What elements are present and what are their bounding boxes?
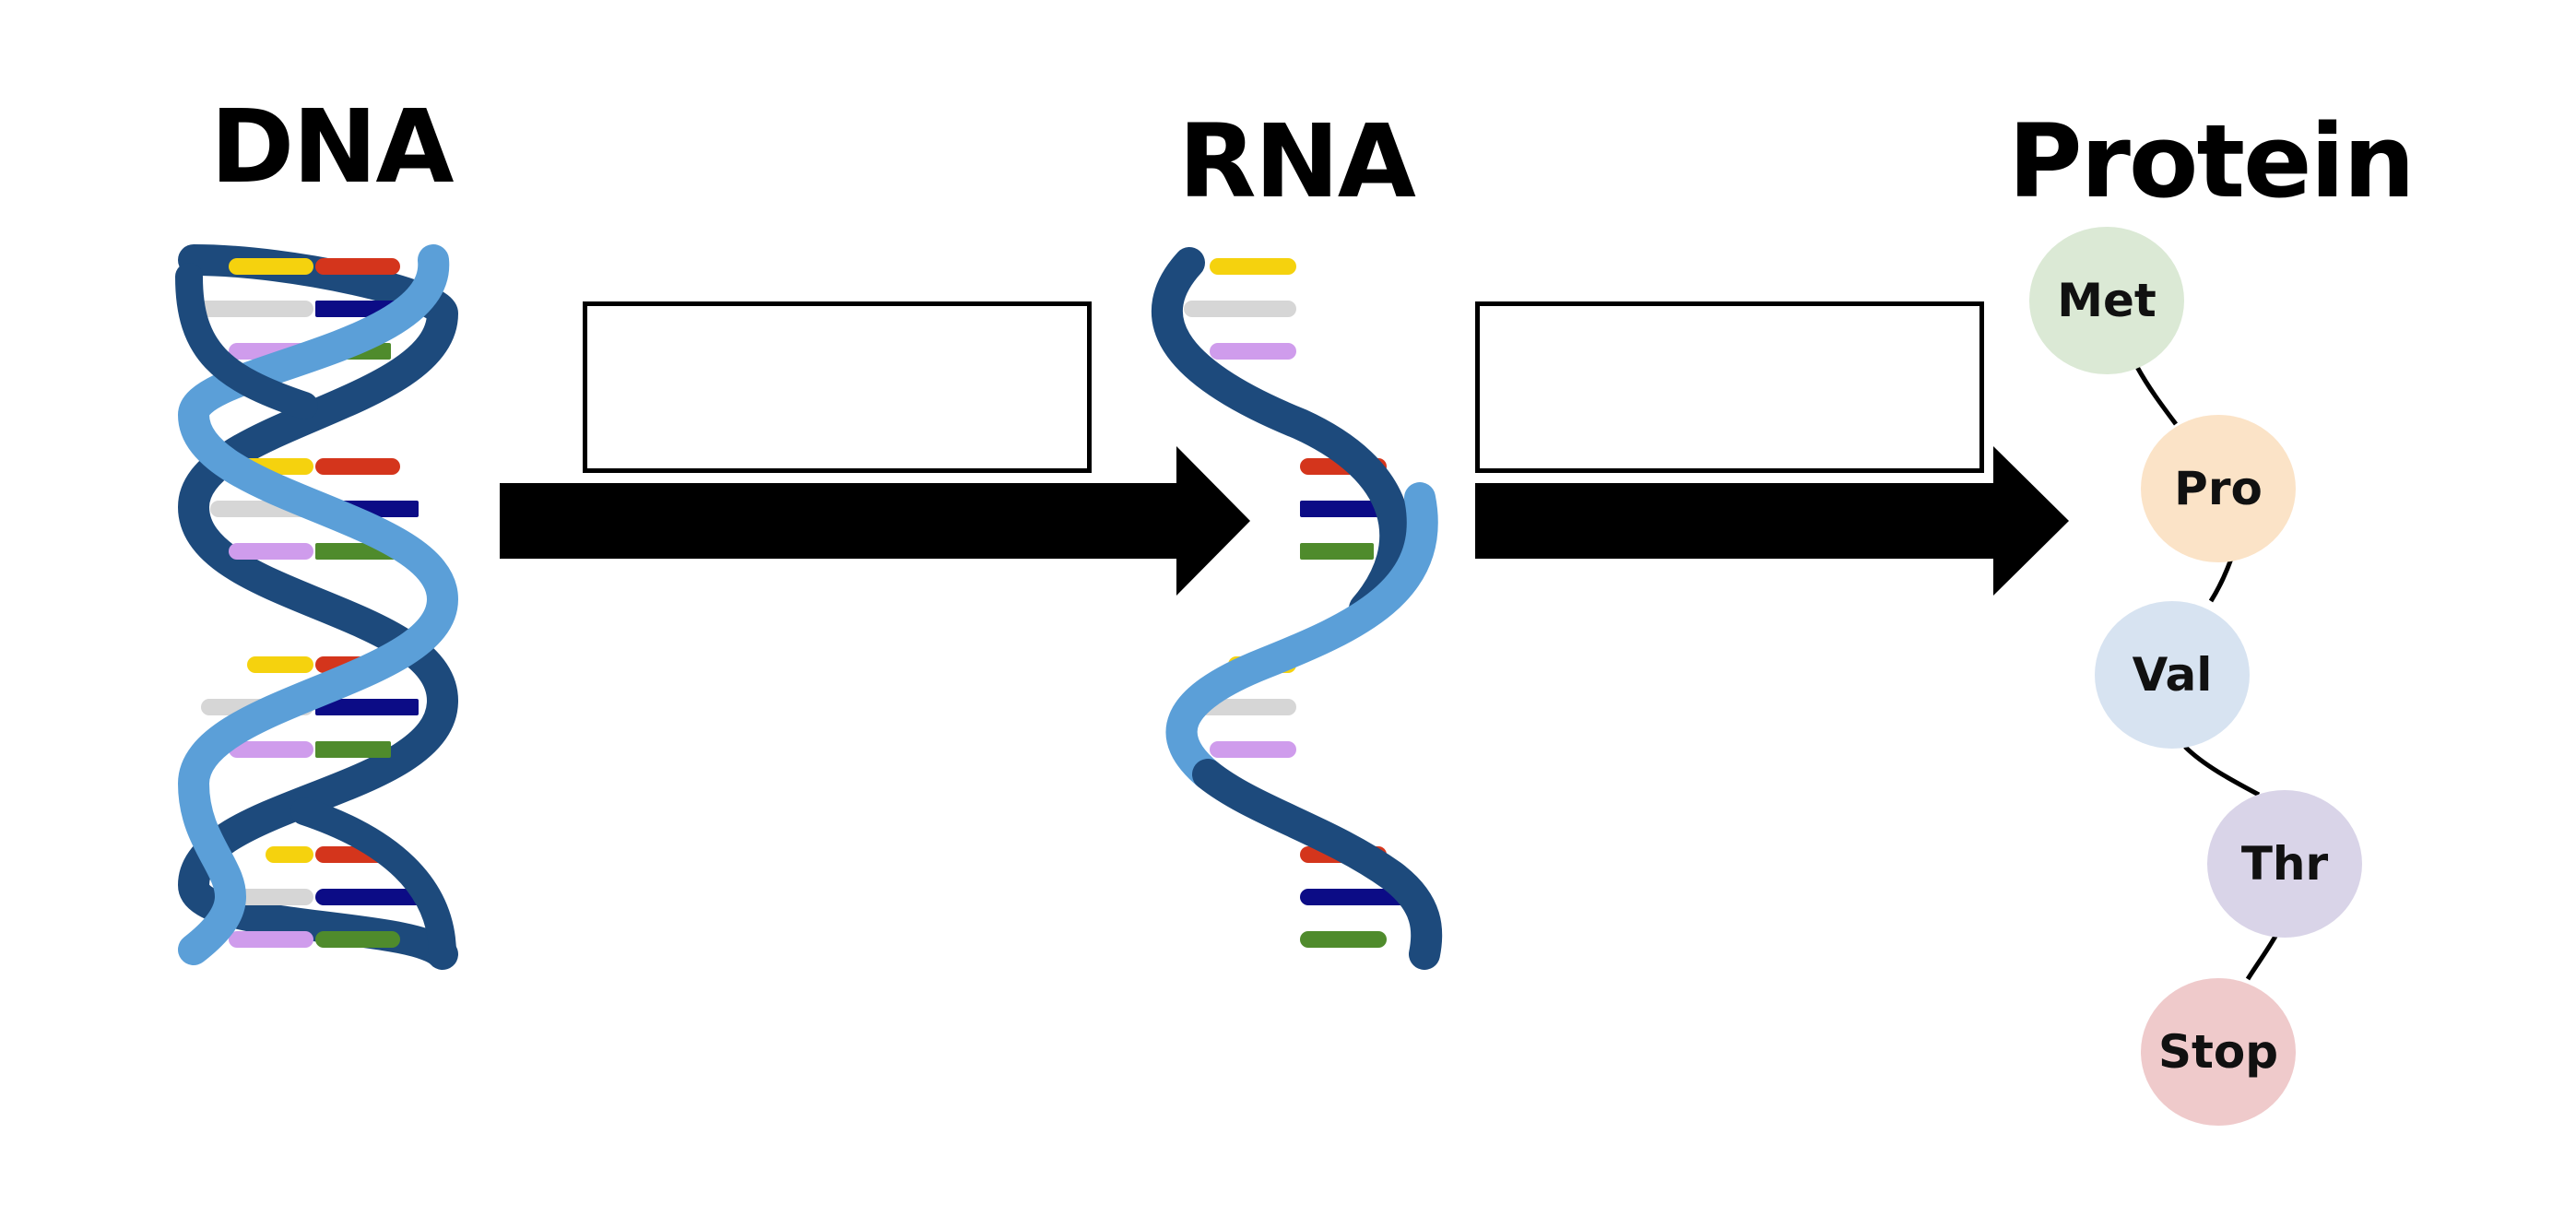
amino-acid-label: Stop — [2158, 1025, 2278, 1079]
amino-acid-label: Met — [2057, 274, 2157, 327]
rna-back-strand — [1152, 247, 1412, 624]
translation-arrow-icon — [1475, 446, 2069, 596]
amino-acid-circle — [2141, 415, 2296, 562]
rna-front-strand — [1165, 482, 1438, 790]
amino-acid-circle — [2029, 227, 2184, 374]
protein-title: Protein — [2008, 102, 2416, 220]
amino-acid-node: Pro — [2141, 415, 2296, 562]
peptide-bonds — [2134, 365, 2280, 981]
transcription-answer-box[interactable] — [583, 301, 1092, 473]
rna-title: RNA — [1178, 102, 1416, 220]
translation-answer-box[interactable] — [1475, 301, 1984, 473]
amino-acid-circle — [2141, 978, 2296, 1126]
dna-title: DNA — [210, 88, 455, 206]
amino-acid-node: Thr — [2207, 790, 2362, 938]
dna-back-strand — [177, 244, 459, 970]
amino-acid-label: Thr — [2241, 837, 2329, 891]
rna-strand-icon — [1152, 247, 1443, 970]
amino-acid-label: Val — [2133, 648, 2213, 702]
amino-acid-circle — [2207, 790, 2362, 938]
amino-acid-node: Stop — [2141, 978, 2296, 1126]
transcription-arrow-icon — [500, 446, 1250, 596]
amino-acid-circle — [2095, 601, 2250, 749]
amino-acid-label: Pro — [2174, 462, 2263, 515]
amino-acid-node: Met — [2029, 227, 2184, 374]
dna-helix-icon — [175, 244, 459, 970]
amino-acid-node: Val — [2095, 601, 2250, 749]
